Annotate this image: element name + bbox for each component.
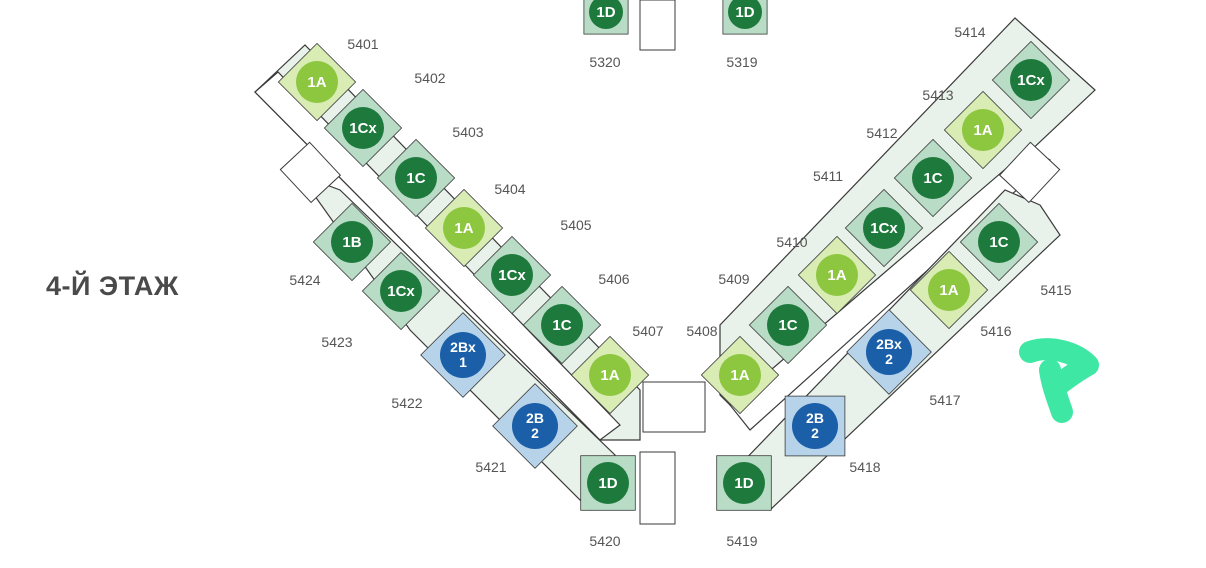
unit-type-label: 1C <box>778 317 797 334</box>
unit-type-label: 2 <box>531 425 539 441</box>
unit-type-badge[interactable] <box>1010 59 1052 101</box>
unit-number-label: 5419 <box>726 533 757 549</box>
unit-number-label: 5319 <box>726 54 757 70</box>
unit-type-badge[interactable] <box>587 462 629 504</box>
unit-type-label: 1C <box>552 317 571 334</box>
unit-type-label: 1A <box>939 282 958 299</box>
unit-number-label: 5422 <box>391 395 422 411</box>
unit-number-label: 5409 <box>718 271 749 287</box>
unit-type-badge[interactable] <box>589 354 631 396</box>
unit-type-label: 2B <box>526 410 544 426</box>
unit-type-badge[interactable] <box>912 157 954 199</box>
unit-type-badge[interactable] <box>395 157 437 199</box>
unit-number-label: 5413 <box>922 87 953 103</box>
unit-number-label: 5407 <box>632 323 663 339</box>
unit-type-label: 2B <box>806 410 824 426</box>
unit-number-label: 5411 <box>813 168 843 184</box>
unit-type-badge[interactable] <box>443 207 485 249</box>
unit-number-label: 5424 <box>289 272 320 288</box>
unit-type-label: 1D <box>596 4 615 21</box>
unit-number-label: 5412 <box>866 125 897 141</box>
unit-type-label: 1A <box>454 220 473 237</box>
unit-type-badge[interactable] <box>512 403 558 449</box>
floor-title: 4-Й ЭТАЖ <box>46 271 179 301</box>
unit-type-badge[interactable] <box>767 304 809 346</box>
building-outline <box>254 17 1096 512</box>
stair-core-middle <box>642 381 706 433</box>
unit-number-label: 5401 <box>347 36 378 52</box>
unit-type-label: 1C <box>923 170 942 187</box>
unit-type-label: 1Cx <box>498 267 526 284</box>
stair-core-left <box>279 141 342 204</box>
unit-type-label: 1 <box>459 354 467 370</box>
unit-number-label: 5406 <box>598 271 629 287</box>
unit-type-label: 1D <box>598 475 617 492</box>
unit-type-label: 2 <box>885 351 893 367</box>
unit-type-badge[interactable] <box>719 354 761 396</box>
unit-type-badge[interactable] <box>728 0 762 29</box>
unit-type-label: 1A <box>973 122 992 139</box>
unit-type-label: 1Cx <box>387 283 415 300</box>
unit-type-label: 2 <box>811 425 819 441</box>
unit-number-label: 5421 <box>475 459 506 475</box>
unit-type-badge[interactable] <box>589 0 623 29</box>
unit-type-badge[interactable] <box>491 254 533 296</box>
unit-type-badge[interactable] <box>816 254 858 296</box>
unit-number-label: 5414 <box>954 24 985 40</box>
unit-number-label: 5417 <box>929 392 960 408</box>
unit-type-label: 1A <box>827 267 846 284</box>
unit-number-label: 5420 <box>589 533 620 549</box>
unit-number-label: 5415 <box>1040 282 1071 298</box>
unit-type-label: 1D <box>735 4 754 21</box>
stair-core-bottom <box>639 451 676 525</box>
unit-type-label: 1Cx <box>1017 72 1045 89</box>
unit-type-badge[interactable] <box>928 269 970 311</box>
unit-number-label: 5403 <box>452 124 483 140</box>
stair-core-top <box>639 0 676 51</box>
unit-number-label: 5408 <box>686 323 717 339</box>
unit-badges: 1D 1D 1A 1Cx 1C 1A 1Cx 1C 1A 1A 1C 1A 1Cx 1C 1A 1Cx 1C 1A… <box>296 0 1052 504</box>
unit-number-label: 5404 <box>494 181 525 197</box>
unit-type-badge[interactable] <box>296 61 338 103</box>
unit-number-label: 5320 <box>589 54 620 70</box>
unit-number-label: 5418 <box>849 459 880 475</box>
unit-number-label: 5416 <box>980 323 1011 339</box>
unit-type-label: 1A <box>730 367 749 384</box>
unit-type-label: 1D <box>734 475 753 492</box>
unit-type-label: 2Bx <box>450 339 476 355</box>
unit-type-badge[interactable] <box>380 270 422 312</box>
unit-numbers: 5320 5319 5401 5402 5403 5404 5405 5406 5407 5408… <box>289 24 1071 549</box>
unit-number-label: 5423 <box>321 334 352 350</box>
unit-type-label: 1Cx <box>349 120 377 137</box>
unit-type-label: 1A <box>307 74 326 91</box>
unit-number-label: 5405 <box>560 217 591 233</box>
unit-type-label: 1C <box>406 170 425 187</box>
stair-cores <box>279 0 1061 525</box>
unit-type-label: 1C <box>989 234 1008 251</box>
unit-number-label: 5402 <box>414 70 445 86</box>
unit-type-badge[interactable] <box>978 221 1020 263</box>
unit-type-badge[interactable] <box>792 403 838 449</box>
unit-type-label: 2Bx <box>876 336 902 352</box>
unit-type-label: 1B <box>342 234 361 251</box>
unit-type-label: 1A <box>600 367 619 384</box>
unit-type-badge[interactable] <box>541 304 583 346</box>
unit-type-badge[interactable] <box>331 221 373 263</box>
unit-type-badge[interactable] <box>342 107 384 149</box>
hand-drawn-arrow-icon <box>1019 338 1099 423</box>
unit-type-label: 1Cx <box>870 220 898 237</box>
stair-core-right <box>998 141 1061 204</box>
unit-type-badge[interactable] <box>440 332 486 378</box>
unit-number-label: 5410 <box>776 234 807 250</box>
unit-type-badge[interactable] <box>866 329 912 375</box>
unit-type-badge[interactable] <box>863 207 905 249</box>
unit-type-badge[interactable] <box>723 462 765 504</box>
left-wing-corridor <box>254 71 621 441</box>
unit-type-badge[interactable] <box>962 109 1004 151</box>
